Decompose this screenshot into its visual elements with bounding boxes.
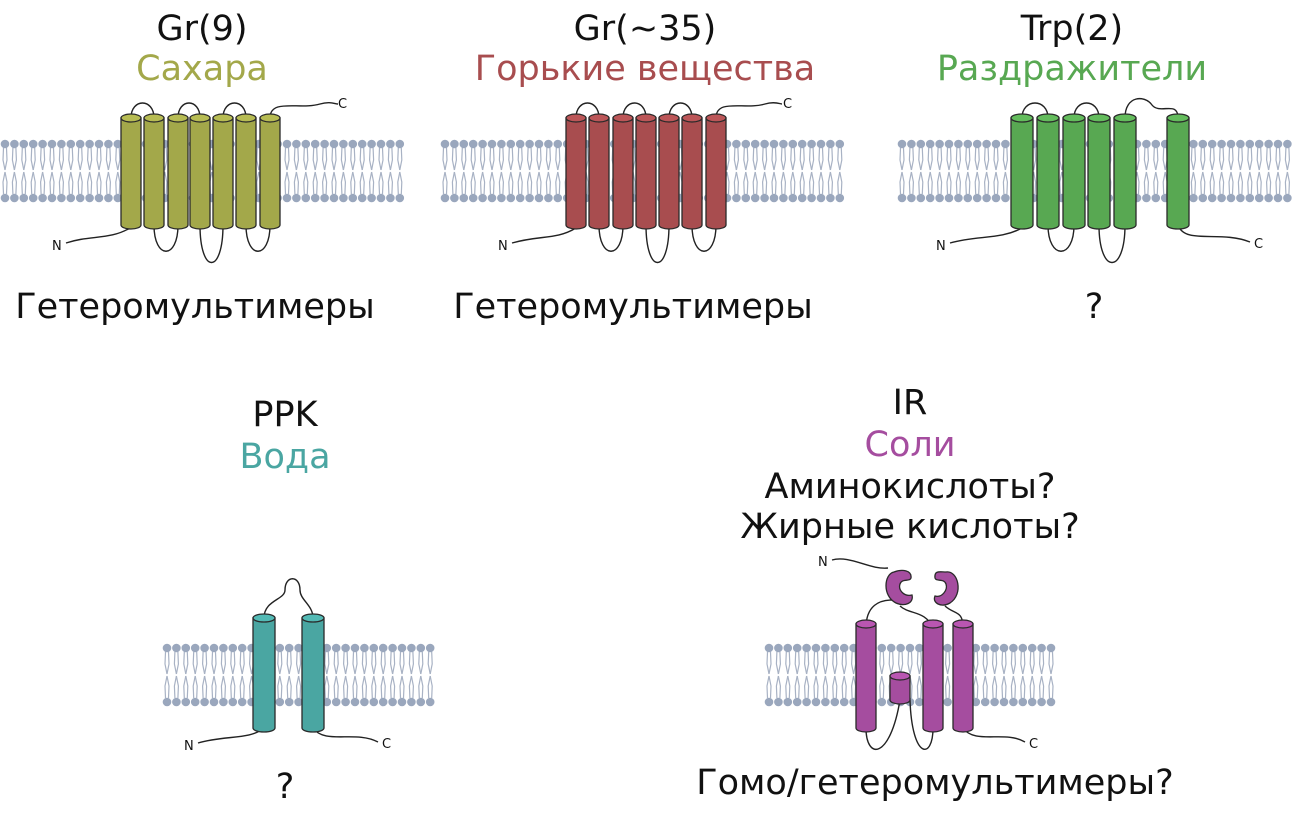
n-terminus-label: N [184,739,194,754]
transmembrane-helix [212,113,234,230]
transmembrane-helix [1036,113,1060,230]
trp-protein: N C [936,97,1263,264]
n-terminus-tail [949,227,1023,244]
n-terminus-label: N [498,239,508,254]
oligomer-state: ? [275,767,295,807]
n-terminus-tail [65,227,131,244]
oligomer-state: ? [1084,287,1104,327]
transmembrane-helix [1062,113,1086,230]
n-terminus-label: N [936,239,946,254]
oligomer-state: Гетеромультимеры [15,287,375,327]
receptor-ligand: Раздражители [936,49,1208,89]
transmembrane-helix [922,619,944,733]
transmembrane-helix [259,113,281,230]
n-terminus-tail [511,227,577,244]
ppk-protein: N C [184,578,391,754]
transmembrane-helix [1087,113,1111,230]
receptor-name: Gr(~35) [573,9,717,49]
transmembrane-helix [1166,113,1190,230]
transmembrane-helix [635,113,657,230]
receptor-name: Gr(9) [156,9,248,49]
receptor-name: Trp(2) [1020,9,1124,49]
receptor-ligand-extra: Жирные кислоты? [740,507,1080,547]
transmembrane-helix [1113,113,1137,230]
transmembrane-helix [235,113,257,230]
transmembrane-helix [565,113,587,230]
transmembrane-helix [855,619,877,733]
ligand-binding-lobe-right [933,571,959,606]
receptor-ligand: Соли [864,425,956,465]
gr35-protein: N C [498,97,792,264]
transmembrane-helix [658,113,680,230]
oligomer-state: Гомо/гетеромультимеры? [696,763,1174,803]
receptor-ligand-extra: Аминокислоты? [764,467,1056,507]
transmembrane-helix [301,613,325,733]
c-terminus-label: C [783,97,792,112]
n-terminus-label: N [818,555,828,570]
transmembrane-helix [120,113,142,230]
gr9-protein: N C [52,97,347,264]
transmembrane-helix [143,113,165,230]
transmembrane-helix [889,671,911,705]
receptor-ligand: Сахара [136,49,268,89]
transmembrane-helix [252,613,276,733]
receptor-ligand: Горькие вещества [474,49,816,89]
n-terminus-label: N [52,239,62,254]
oligomer-state: Гетеромультимеры [453,287,813,327]
transmembrane-helix [167,113,189,230]
ir-protein: N C [818,555,1038,752]
n-terminus-tail [831,558,889,569]
c-terminus-label: C [1254,237,1263,252]
transmembrane-helix [612,113,634,230]
c-terminus-label: C [338,97,347,112]
receptor-name: PPK [252,395,318,435]
transmembrane-helix [952,619,974,733]
receptor-ligand: Вода [239,437,331,477]
receptor-name: IR [892,383,928,423]
transmembrane-helix [705,113,727,230]
ligand-binding-lobe-left [885,569,913,606]
transmembrane-helix [681,113,703,230]
c-terminus-label: C [382,737,391,752]
transmembrane-helix [588,113,610,230]
transmembrane-helix [1010,113,1034,230]
c-terminus-label: C [1029,737,1038,752]
transmembrane-helix [189,113,211,230]
